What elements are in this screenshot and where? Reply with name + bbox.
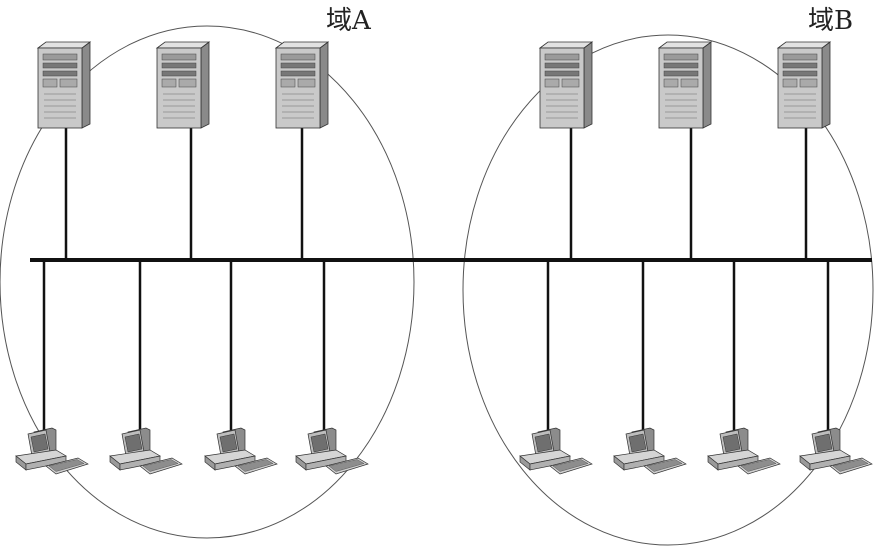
desktop-computer-icon	[800, 428, 872, 474]
server-tower-icon	[540, 42, 592, 128]
domain-a-workstations	[16, 428, 368, 474]
desktop-computer-icon	[708, 428, 780, 474]
server-tower-icon	[157, 42, 209, 128]
domain-a-label: 域A	[326, 6, 372, 36]
domain-b-label: 域B	[808, 6, 853, 36]
desktop-computer-icon	[520, 428, 592, 474]
desktop-computer-icon	[614, 428, 686, 474]
server-tower-icon	[659, 42, 711, 128]
desktop-computer-icon	[296, 428, 368, 474]
desktop-computer-icon	[110, 428, 182, 474]
server-links	[66, 128, 806, 260]
server-tower-icon	[38, 42, 90, 128]
desktop-computer-icon	[16, 428, 88, 474]
workstation-links	[44, 260, 828, 432]
server-tower-icon	[778, 42, 830, 128]
domain-a-servers	[38, 42, 328, 128]
domain-b-workstations	[520, 428, 872, 474]
desktop-computer-icon	[205, 428, 277, 474]
domain-b-servers	[540, 42, 830, 128]
server-tower-icon	[276, 42, 328, 128]
